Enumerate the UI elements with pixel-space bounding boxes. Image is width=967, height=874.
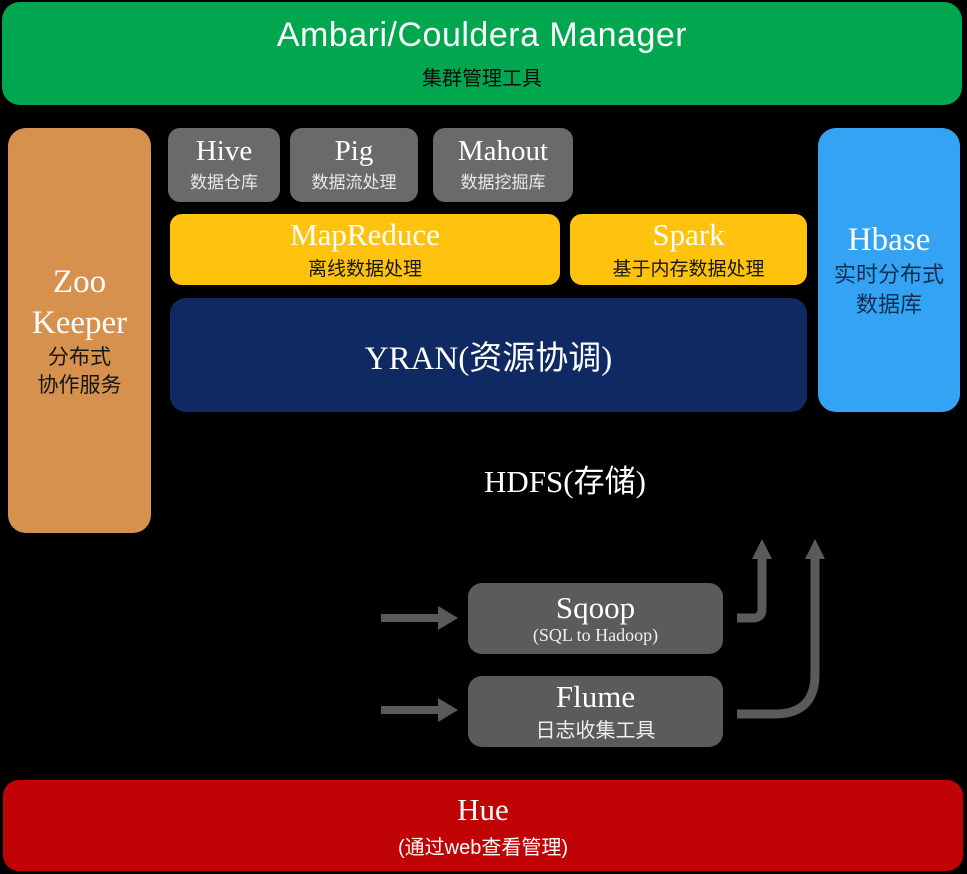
zookeeper-label-line2: Keeper xyxy=(31,305,128,342)
hue-sublabel: (通过web查看管理) xyxy=(397,836,568,859)
flume-box: Flume 日志收集工具 xyxy=(468,676,723,747)
ambari-manager-sublabel: 集群管理工具 xyxy=(422,68,542,90)
zookeeper-label-line1: Zoo xyxy=(52,263,107,300)
arrow-into-flume-icon xyxy=(381,698,458,722)
yarn-box: YRAN(资源协调) xyxy=(170,298,807,412)
hive-sublabel: 数据仓库 xyxy=(190,173,258,192)
hive-label: Hive xyxy=(195,135,253,167)
hue-box: Hue (通过web查看管理) xyxy=(3,780,963,871)
spark-label: Spark xyxy=(652,217,725,253)
mapreduce-box: MapReduce 离线数据处理 xyxy=(170,214,560,285)
zookeeper-sublabel-line1: 分布式 xyxy=(48,346,111,370)
flume-sublabel: 日志收集工具 xyxy=(535,719,656,742)
arrow-into-sqoop-icon xyxy=(381,606,458,630)
hdfs-label-text: HDFS(存储) xyxy=(484,463,646,499)
hbase-label: Hbase xyxy=(847,222,931,258)
sqoop-box: Sqoop (SQL to Hadoop) xyxy=(468,583,723,654)
hbase-sublabel-line1: 实时分布式 xyxy=(833,262,944,287)
pig-label: Pig xyxy=(334,135,374,167)
mahout-sublabel: 数据挖掘库 xyxy=(460,173,546,192)
hive-box: Hive 数据仓库 xyxy=(168,128,280,202)
pig-box: Pig 数据流处理 xyxy=(290,128,418,202)
mahout-box: Mahout 数据挖掘库 xyxy=(433,128,573,202)
sqoop-sublabel: (SQL to Hadoop) xyxy=(532,624,659,645)
pig-sublabel: 数据流处理 xyxy=(311,173,397,192)
hbase-box: Hbase 实时分布式 数据库 xyxy=(818,128,960,412)
arrow-sqoop-to-hdfs-icon xyxy=(737,539,772,623)
spark-sublabel: 基于内存数据处理 xyxy=(612,258,765,280)
hbase-sublabel-line2: 数据库 xyxy=(855,291,922,317)
mahout-label: Mahout xyxy=(457,135,549,167)
ambari-cloudera-manager-box: Ambari/Couldera Manager 集群管理工具 xyxy=(2,2,962,105)
ambari-manager-label: Ambari/Couldera Manager xyxy=(276,16,688,54)
zookeeper-sublabel-line2: 协作服务 xyxy=(37,373,122,397)
spark-box: Spark 基于内存数据处理 xyxy=(570,214,807,285)
yarn-label: YRAN(资源协调) xyxy=(364,341,613,377)
hdfs-label: HDFS(存储) xyxy=(400,456,730,500)
mapreduce-label: MapReduce xyxy=(290,217,440,253)
hue-label: Hue xyxy=(457,791,509,827)
sqoop-label: Sqoop xyxy=(555,589,636,625)
mapreduce-sublabel: 离线数据处理 xyxy=(307,258,422,280)
zookeeper-box: Zoo Keeper 分布式 协作服务 xyxy=(8,128,151,533)
flume-label: Flume xyxy=(555,678,636,714)
arrow-flume-to-hdfs-icon xyxy=(737,539,825,719)
